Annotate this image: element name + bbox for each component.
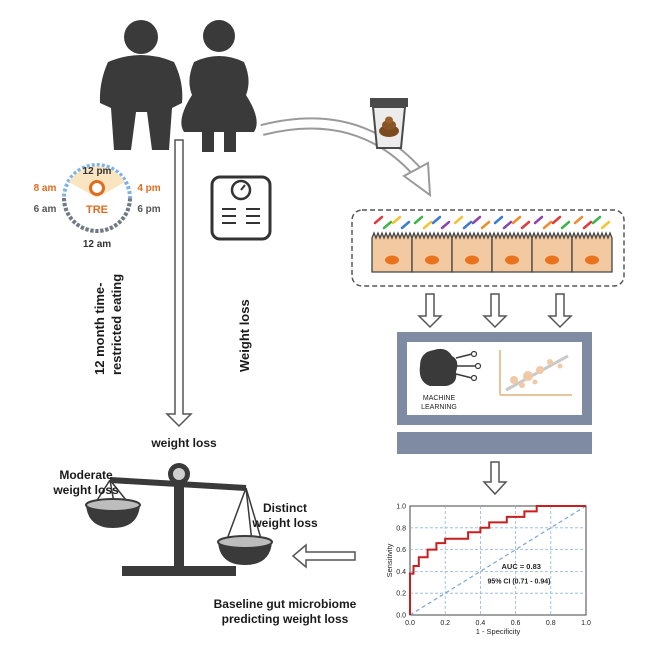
curved-arrow: [260, 117, 432, 198]
left-arrow: [291, 543, 356, 569]
roc-chart: 0.0 0.2 0.4 0.6 0.8 1.0 0.0 0.2 0.4 0.6 0.8 1.0 1 - …: [385, 504, 591, 637]
model-output-bar: [397, 432, 592, 454]
gut-microbiome-panel: [351, 209, 625, 287]
epithelial-cell: [571, 231, 613, 273]
bacterium-icon: [591, 215, 602, 225]
clock-8am-label: 8 am: [34, 183, 57, 194]
epithelial-cell: [411, 231, 453, 273]
caption-line1: Baseline gut microbiome: [214, 597, 357, 611]
brain-network-icon: [419, 348, 482, 386]
bacterium-icon: [453, 215, 464, 225]
time-arrow: [165, 139, 193, 428]
bacterium-icon: [582, 220, 593, 230]
roc-x-axis-label: 1 - Specificity: [476, 627, 521, 636]
distinct-label-1: Distinct: [263, 501, 307, 515]
bacterium-icon: [533, 215, 544, 225]
clock-noon-label: 12 pm: [83, 166, 112, 177]
clock-6pm-label: 6 pm: [137, 204, 160, 215]
bacterium-icon: [542, 220, 553, 230]
roc-y-tick-label: 0.0: [396, 613, 406, 620]
roc-ci-annotation: 95% CI (0.71 - 0.94): [487, 578, 550, 585]
bacterium-icon: [480, 220, 491, 230]
roc-x-tick-label: 0.8: [546, 620, 556, 627]
moderate-label-2: weight loss: [52, 483, 119, 497]
roc-auc-annotation: AUC = 0.83: [502, 562, 541, 571]
roc-x-tick-label: 0.2: [440, 620, 450, 627]
balance-scale-icon: [85, 463, 273, 576]
epithelial-cells: [371, 231, 613, 273]
bacterium-icon: [431, 215, 442, 225]
down-arrow-right: [547, 293, 573, 329]
roc-y-tick-label: 0.6: [396, 547, 406, 554]
roc-x-tick-label: 0.0: [405, 620, 415, 627]
epithelial-cell: [371, 231, 413, 273]
bacterium-icon: [511, 215, 522, 225]
roc-y-tick-label: 0.8: [396, 525, 406, 532]
bathroom-scale-icon: [210, 175, 272, 241]
bacterium-icon: [493, 215, 504, 225]
female-silhouette-icon: [181, 20, 257, 152]
moderate-label-1: Moderate: [59, 468, 113, 482]
bacterium-icon: [400, 220, 411, 230]
tre-duration-label-1: 12 month time-: [92, 283, 107, 375]
roc-y-axis-label: Sensitivity: [385, 543, 394, 577]
bacterium-icon: [413, 215, 424, 225]
scale-top-label: weight loss: [150, 436, 217, 450]
weight-loss-vertical-label: Weight loss: [237, 299, 252, 372]
roc-y-tick-label: 1.0: [396, 504, 406, 511]
bacterium-icon: [440, 220, 451, 230]
clock-midnight-label: 12 am: [83, 239, 111, 250]
distinct-label-2: weight loss: [251, 516, 318, 530]
stool-sample-cup-icon: [370, 98, 408, 149]
roc-y-tick-label: 0.4: [396, 569, 406, 576]
down-arrow-left: [417, 293, 443, 329]
bacterium-icon: [373, 215, 384, 225]
bacterium-icon: [573, 215, 584, 225]
bacterium-icon: [502, 220, 513, 230]
bacterium-icon: [422, 220, 433, 230]
clock-center-label: TRE: [86, 204, 108, 216]
bacterium-icon: [471, 215, 482, 225]
ml-label-line2: LEARNING: [421, 404, 457, 411]
roc-x-tick-label: 1.0: [581, 620, 591, 627]
down-arrow-roc: [482, 461, 508, 496]
epithelial-cell: [451, 231, 493, 273]
clock-6am-label: 6 am: [34, 204, 57, 215]
bacterium-icon: [551, 215, 562, 225]
bacterium-icon: [382, 220, 393, 230]
down-arrow-middle: [482, 293, 508, 329]
caption-line2: predicting weight loss: [222, 612, 349, 626]
tre-clock: [62, 163, 132, 233]
ml-label-line1: MACHINE: [423, 395, 456, 402]
male-silhouette-icon: [99, 20, 183, 150]
roc-y-tick-label: 0.2: [396, 591, 406, 598]
bacterium-icon: [520, 220, 531, 230]
bacterium-icon: [462, 220, 473, 230]
roc-x-tick-label: 0.4: [476, 620, 486, 627]
epithelial-cell: [531, 231, 573, 273]
tre-duration-label-2: restricted eating: [109, 274, 124, 375]
bacteria-icons: [373, 215, 611, 230]
clock-4pm-label: 4 pm: [137, 183, 160, 194]
scatter-plot-icon: [499, 350, 572, 396]
epithelial-cell: [491, 231, 533, 273]
roc-x-tick-label: 0.6: [511, 620, 521, 627]
roc-curve: [409, 505, 586, 615]
bacterium-icon: [391, 215, 402, 225]
bacterium-icon: [600, 220, 611, 230]
bacterium-icon: [560, 220, 571, 230]
roc-plot-area: [409, 505, 587, 616]
